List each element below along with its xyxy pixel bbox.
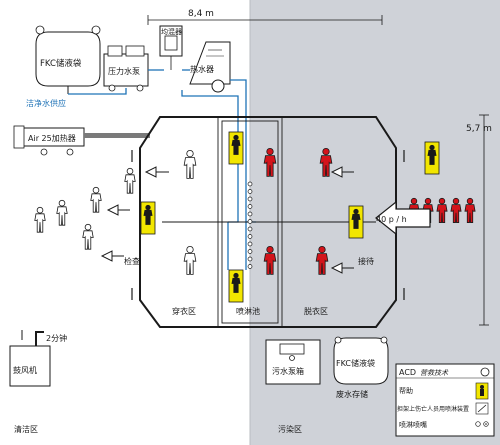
victim-undress-upper xyxy=(319,147,333,177)
sewage-pump-label: 污水泵箱 xyxy=(272,366,304,376)
fkc-bag-top-label: FKC储液袋 xyxy=(40,58,82,69)
undressing-area-label: 脱衣区 xyxy=(304,306,328,316)
flow-rate-label: 40 p / h xyxy=(376,215,407,224)
nozzle-12 xyxy=(247,264,253,269)
nozzle-3 xyxy=(247,196,253,202)
nozzle-8 xyxy=(247,234,253,239)
helper-outside-figure xyxy=(427,144,437,165)
timer-label: 2分钟 xyxy=(46,333,67,343)
depth-label: 5,7 m xyxy=(466,124,492,134)
mixer-label: 均混器 xyxy=(161,27,182,36)
fkc-bag-bottom-label: FKC储液袋 xyxy=(336,358,375,368)
contaminated-zone-label: 污染区 xyxy=(278,424,302,434)
flow-arrows xyxy=(100,166,354,274)
helper-person-icon xyxy=(475,382,489,400)
inspection-label: 检查 xyxy=(124,256,140,266)
heater-label: 热水器 xyxy=(190,64,214,74)
blower: 2分钟 鼓风机 xyxy=(9,330,67,387)
heater: 热水器 xyxy=(189,41,231,93)
victim-shower-lower xyxy=(263,245,277,275)
victim-queue-4 xyxy=(450,197,462,223)
water-lines xyxy=(68,69,256,270)
nozzle-4 xyxy=(247,204,253,209)
clean-water-supply-label: 洁净水供应 xyxy=(26,98,66,108)
person-clean-1 xyxy=(34,206,46,233)
incoming-arrow: 40 p / h xyxy=(375,200,431,236)
arrow-exit-upper xyxy=(106,204,130,216)
victim-queue-3 xyxy=(436,197,448,223)
shower-area-label: 喷淋池 xyxy=(236,306,260,316)
sewage-pump: 污水泵箱 xyxy=(265,339,321,385)
helper-reception-figure xyxy=(351,208,361,229)
person-clean-2 xyxy=(56,199,68,226)
reception-label: 接待 xyxy=(358,256,374,266)
blower-label: 鼓风机 xyxy=(13,365,37,375)
air-heater: Air 25加热器 xyxy=(13,125,150,156)
dressing-area-label: 穿衣区 xyxy=(172,306,196,316)
nozzle-7 xyxy=(247,226,253,232)
arrow-shower-lower xyxy=(330,262,354,274)
helper-inspection-figure xyxy=(143,204,153,225)
nozzle-2 xyxy=(247,189,253,194)
air-heater-label: Air 25加热器 xyxy=(28,133,76,143)
legend-title: 营救技术 xyxy=(420,369,449,377)
nozzle-5 xyxy=(247,211,253,217)
nozzle-6 xyxy=(247,219,253,224)
mixer: 均混器 xyxy=(159,25,183,70)
person-clean-5 xyxy=(124,167,136,194)
width-dimension: 8,4 m xyxy=(147,9,383,25)
clean-zone-label: 清洁区 xyxy=(14,424,38,434)
arrow-exit-lower xyxy=(100,250,124,262)
arrow-shower-upper xyxy=(330,166,354,178)
legend: ACD 营救技术 帮助 担架上伤亡人员用喷淋装置 喷淋喷嘴 xyxy=(395,363,495,437)
nozzle-icon xyxy=(475,421,489,427)
width-label: 8,4 m xyxy=(188,9,214,19)
stretcher-icon xyxy=(475,402,489,415)
victim-shower-upper xyxy=(263,147,277,177)
person-clean-3 xyxy=(90,186,102,213)
legend-item-nozzle: 喷淋喷嘴 xyxy=(399,420,427,429)
victim-undress-lower xyxy=(315,245,329,275)
pressure-pump: 压力水泵 xyxy=(103,45,149,92)
legend-brand: ACD xyxy=(399,368,416,377)
person-dressing-1 xyxy=(183,149,197,179)
helper-shower-upper-figure xyxy=(231,134,241,155)
legend-item-help: 帮助 xyxy=(399,386,413,395)
helper-shower-lower-figure xyxy=(231,272,241,293)
arrow-to-inspection xyxy=(144,166,169,178)
victim-queue-5 xyxy=(464,197,476,223)
decon-tent xyxy=(131,116,405,328)
people-layer xyxy=(34,131,476,303)
wastewater-storage-label: 废水存储 xyxy=(336,389,368,399)
nozzle-9 xyxy=(247,241,253,247)
legend-item-stretcher: 担架上伤亡人员用喷淋装置 xyxy=(397,405,469,413)
pressure-pump-label: 压力水泵 xyxy=(108,66,140,76)
fkc-bag-bottom: FKC储液袋 xyxy=(333,336,389,385)
depth-dimension: 5,7 m xyxy=(466,114,492,326)
shower-nozzles xyxy=(247,181,253,269)
nozzle-1 xyxy=(247,181,253,187)
nozzle-10 xyxy=(247,249,253,254)
fkc-bag-top: FKC储液袋 xyxy=(35,25,101,94)
nozzle-11 xyxy=(247,256,253,262)
person-clean-4 xyxy=(82,223,94,250)
person-dressing-2 xyxy=(183,245,197,275)
